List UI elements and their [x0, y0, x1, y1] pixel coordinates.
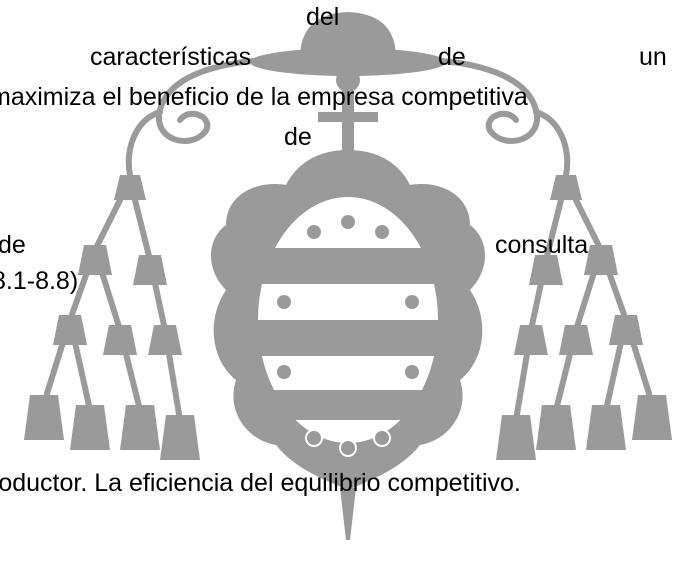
cross-horizontal [318, 112, 378, 122]
shield-bar-1 [258, 248, 438, 284]
text-line-4: un [639, 43, 667, 71]
shield-bar-2 [254, 320, 442, 356]
text-line-9: 8.1-8.8) [0, 267, 79, 295]
text-line-7: de [0, 231, 26, 259]
hat-crown [300, 12, 396, 58]
text-line-8: consulta [495, 231, 589, 259]
shield-bar-3 [262, 390, 434, 420]
text-line-1: del [306, 3, 340, 31]
tassel-left-1 [114, 175, 146, 200]
cartouche-point [340, 488, 356, 540]
hat-brim [250, 48, 446, 76]
right-cord [533, 109, 571, 178]
right-cord-loop [397, 56, 541, 144]
text-line-6: de [284, 123, 312, 151]
tassel-right-1 [550, 175, 582, 200]
text-line-5: maximiza el beneficio de la empresa comp… [0, 83, 528, 111]
text-line-10: roductor. La eficiencia del equilibrio c… [0, 469, 521, 497]
left-cord-loop [155, 56, 299, 144]
text-line-3: de [438, 43, 466, 71]
text-line-2: características [90, 43, 252, 71]
left-cord [125, 109, 163, 178]
